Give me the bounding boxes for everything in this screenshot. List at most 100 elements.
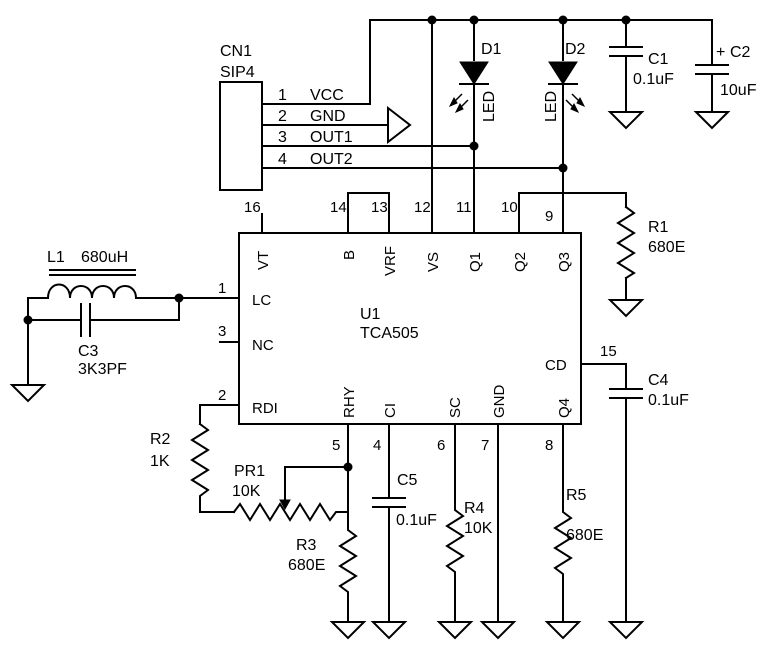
capacitor-c4: C4 0.1uF [607,372,689,640]
capacitor-c1: C1 0.1uF [607,19,674,130]
connector-cn1: CN1 SIP4 1 2 3 4 VCC GND OUT1 OUT2 [219,43,564,191]
cn1-body [219,81,263,191]
r4-ref: R4 [464,500,485,517]
d2-light-arrowhead2 [570,102,580,113]
r5-ground-symbol [544,621,582,640]
pin15-lead [580,363,627,389]
lc-tank: L1 680uH C3 3K3PF [9,249,184,403]
pin6-num: 6 [437,437,445,454]
r5-value: 680E [566,527,603,544]
pin12-name: VS [425,252,442,272]
r3-value: 680E [288,557,325,574]
c2-polarity: + [716,44,725,61]
cn1-pin1-name: VCC [310,87,344,104]
pr1-ref: PR1 [234,463,265,480]
c1-ref: C1 [648,51,669,68]
c4-ground-symbol [607,621,645,640]
c4-value: 0.1uF [648,392,689,409]
l1-coil [27,283,180,321]
pin9-name: Q3 [556,252,573,272]
d2-light-arrowhead [576,96,586,107]
pin16-name: VT [255,251,272,270]
pin14-13-link [347,192,390,234]
tank-ground-symbol [9,384,47,403]
pin13-name: VRF [382,246,399,276]
c1-ground-symbol [607,111,645,130]
d2-ref: D2 [565,41,586,58]
pin11-num: 11 [456,199,472,216]
pin8-name: Q4 [556,398,573,418]
pin2-num: 2 [218,387,226,404]
d1-light-arrowhead2 [454,102,464,113]
pin10-r1-wire [518,192,627,234]
c2-ref: C2 [730,44,751,61]
d1-triangle [459,61,489,85]
cn1-pin3-num: 3 [278,129,287,146]
r2-zigzag [190,422,235,513]
resistor-r4: R4 10K [436,423,493,640]
cn1-gnd-symbol [387,105,412,145]
r5-ref: R5 [566,487,587,504]
pin5-name: RHY [341,386,358,418]
c5-ground-symbol [370,621,408,640]
ic-body [238,232,582,425]
d2-triangle [548,61,578,85]
pin12-num: 12 [414,199,431,216]
c2-ground-symbol [693,111,731,130]
cn1-pin4-name: OUT2 [310,151,353,168]
l1-ref: L1 [47,249,65,266]
pr1-wiper-wire [284,466,349,504]
r1-ref: R1 [648,219,669,236]
pin4-name: CI [382,403,399,418]
pin1-name: LC [252,292,271,309]
vcc-wire [369,19,713,105]
pin16-num: 16 [244,199,261,216]
pin5-num: 5 [332,437,340,454]
ic-u1: U1 TCA505 16 14 13 12 11 10 9 VT B VRF V… [178,192,627,454]
d1-ref: D1 [481,41,502,58]
c1-value: 0.1uF [633,71,674,88]
ic-part: TCA505 [360,325,419,342]
pin1-num: 1 [218,280,226,297]
r2-ref: R2 [150,431,171,448]
ic-ref: U1 [360,306,381,323]
d1-type: LED [481,91,498,122]
led-d1: D1 LED [448,19,502,234]
capacitor-c2: + C2 10uF [693,19,757,130]
pin7-ground-symbol [479,621,517,640]
pr1-value: 10K [232,483,261,500]
pin9-num: 9 [545,208,553,225]
cn1-type: SIP4 [220,64,255,81]
c2-value: 10uF [720,82,757,99]
r1-value: 680E [648,239,685,256]
r4-value: 10K [464,520,493,537]
d1-light-arrowhead [448,96,458,107]
pin3-name: NC [252,337,274,354]
cn1-pin1-num: 1 [278,87,287,104]
pin2-name: RDI [252,400,278,417]
r4-ground-symbol [436,621,474,640]
junction-pin5 [343,462,353,472]
r5-zigzag [553,423,573,623]
c4-ref: C4 [648,372,669,389]
led-d2: D2 LED [543,19,586,234]
c3-value: 3K3PF [78,361,127,378]
pin8-num: 8 [545,437,553,454]
pin3-num: 3 [218,323,226,340]
r1-zigzag [616,205,636,280]
pin10-num: 10 [501,199,518,216]
pin13-num: 13 [371,199,388,216]
r2-value: 1K [150,453,170,470]
r3-zigzag [338,511,358,623]
pin4-num: 4 [373,437,381,454]
cn1-pin2-num: 2 [278,108,287,125]
r1-ground-symbol [607,299,645,318]
capacitor-c5: C5 0.1uF [370,423,437,640]
resistor-r1: R1 680E [607,205,685,318]
r3-ground-symbol [329,621,367,640]
pin14-num: 14 [330,199,347,216]
pin15-num: 15 [600,343,617,360]
r4-zigzag [445,423,465,623]
pr1-wiper-arrow [279,499,291,511]
l1-value: 680uH [81,249,128,266]
